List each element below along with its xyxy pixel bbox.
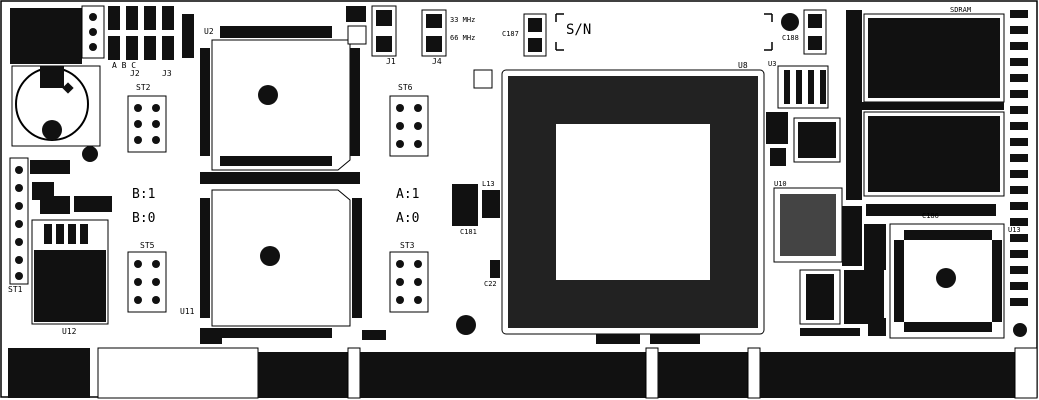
mounting-hole: [456, 315, 476, 335]
inductor-l13: [452, 184, 478, 226]
u11-label: U11: [180, 307, 195, 316]
mounting-hole: [82, 146, 98, 162]
serial-label: S/N: [566, 22, 591, 38]
jumper-abc-label: A B C: [112, 61, 136, 70]
capacitor-c: [30, 160, 54, 174]
st1-label: ST1: [8, 285, 23, 294]
chip-u8-bga: [501, 69, 765, 335]
capacitor-c: [74, 196, 112, 212]
chip-u2: [200, 26, 360, 171]
serial-box: [555, 13, 773, 51]
chip-sdram-bottom: [863, 111, 1005, 197]
c22-label: C22: [484, 280, 497, 288]
jumper-block: [108, 6, 194, 60]
header-st3: [389, 251, 429, 313]
chip-u10: [773, 187, 843, 263]
b0-label: B:0: [132, 211, 155, 226]
u10-label: U10: [774, 180, 787, 188]
freq-33-label: 33 MHz: [450, 16, 475, 24]
u3-label: U3: [768, 60, 776, 68]
j3-label: J3: [162, 69, 172, 78]
mounting-hole: [1013, 323, 1027, 337]
resistor-row: [200, 172, 360, 184]
j2-label: J2: [130, 69, 140, 78]
u12-label: U12: [62, 327, 77, 336]
right-edge-pads: [1010, 10, 1028, 306]
l13-label: L13: [482, 180, 495, 188]
sdram-label: SDRAM: [950, 6, 971, 14]
capacitor-c: [32, 182, 54, 200]
c186-label: C186: [922, 212, 939, 220]
u8-label: U8: [738, 61, 748, 70]
j1-label: J1: [386, 57, 396, 66]
header-st2: [127, 95, 167, 153]
chip-u3: [777, 65, 829, 109]
capacitor-c: [40, 196, 70, 214]
chip-u11: [200, 189, 362, 338]
chip-sdram-top: [863, 13, 1005, 103]
header-st6: [389, 95, 429, 157]
a0-label: A:0: [396, 211, 419, 226]
b1-label: B:1: [132, 187, 155, 202]
u2-label: U2: [204, 27, 214, 36]
top-left-connector: [10, 8, 82, 64]
battery-holder: [11, 65, 101, 147]
a1-label: A:1: [396, 187, 419, 202]
chip-u13: [889, 223, 1005, 339]
j4-label: J4: [432, 57, 442, 66]
st3-label: ST3: [400, 241, 415, 250]
capacitor-c: [54, 160, 70, 174]
st6-label: ST6: [398, 83, 413, 92]
u13-label: U13: [1008, 226, 1021, 234]
c187-label: C187: [502, 30, 519, 38]
chip-u12: [31, 219, 109, 325]
c188-label: C188: [782, 34, 799, 42]
freq-66-label: 66 MHz: [450, 34, 475, 42]
header-st1: [9, 157, 29, 285]
edge-connector: [8, 347, 1038, 399]
st2-label: ST2: [136, 83, 151, 92]
header-st5: [127, 251, 167, 313]
c181-label: C181: [460, 228, 477, 236]
mounting-hole: [781, 13, 799, 31]
st5-label: ST5: [140, 241, 155, 250]
